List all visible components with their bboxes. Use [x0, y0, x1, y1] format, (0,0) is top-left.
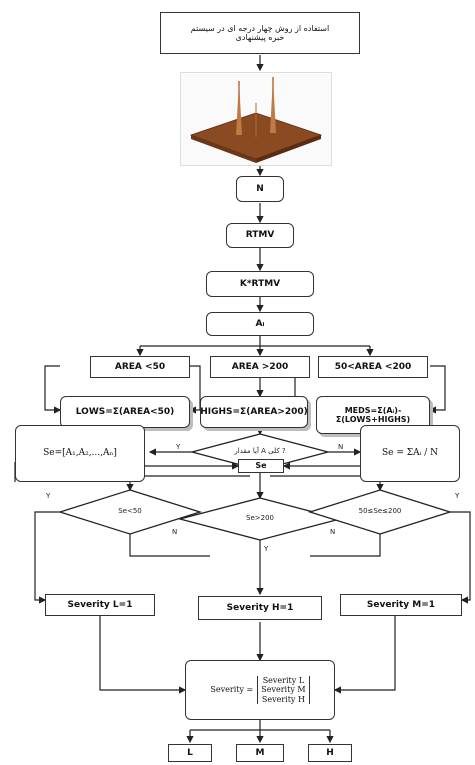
final-formula-matrix: Severity L Severity M Severity H [257, 676, 310, 704]
final-formula-row: Severity H [261, 694, 305, 704]
top-box-line1: استفاده از روش چهار درجه ای در سیستم [190, 23, 330, 33]
final-node-l: L [168, 744, 212, 762]
output-lows: LOWS=Σ(AREA<50) [60, 396, 190, 428]
final-formula-row: Severity L [262, 676, 305, 686]
condition-area-mid: 50<AREA <200 [318, 356, 428, 378]
rtmv-box: RTMV [226, 223, 294, 248]
n-box: N [236, 176, 284, 202]
severity-h-box: Severity H=1 [198, 596, 322, 620]
final-formula-lhs: Severity = [210, 685, 254, 695]
surface-plot-svg [189, 77, 323, 163]
krtmv-box: K*RTMV [206, 271, 314, 297]
decision-diamond-left [57, 489, 203, 535]
final-formula-box: Severity = Severity L Severity M Severit… [185, 660, 335, 720]
lower-decision-left: Se<50 [118, 507, 142, 515]
lower-center-y: Y [264, 545, 269, 553]
decision-diamond-right [307, 489, 453, 535]
lower-left-y: Y [46, 492, 51, 500]
lower-decision-center: Se>200 [246, 514, 274, 522]
lower-right-y: Y [455, 492, 460, 500]
final-node-h: H [308, 744, 352, 762]
sum-right: Se = ΣAᵢ / N [360, 425, 460, 482]
condition-area-gt200: AREA >200 [210, 356, 310, 378]
se-node: Se [238, 459, 284, 473]
final-formula-row: Severity M [261, 685, 306, 695]
output-highs: HIGHS=Σ(AREA>200) [200, 396, 308, 428]
lower-decision-right: 50≤Se≤200 [358, 507, 402, 515]
ai-box: Aᵢ [206, 312, 314, 336]
surface-plot-image [180, 72, 332, 166]
sum-left: Se=[A₁,A₂,...,Aₙ] [15, 425, 145, 482]
condition-area-lt50: AREA <50 [90, 356, 190, 378]
top-box: استفاده از روش چهار درجه ای در سیستم خبر… [160, 12, 360, 54]
decision-y-label: Y [176, 443, 181, 451]
lower-left-n: N [172, 528, 178, 536]
final-node-m: M [236, 744, 284, 762]
top-box-line2: خبره پیشنهادی [235, 33, 285, 42]
decision-center-text: آیا مقدار A کلی ? [234, 447, 286, 455]
severity-l-box: Severity L=1 [45, 594, 155, 616]
lower-right-n: N [330, 528, 336, 536]
severity-m-box: Severity M=1 [340, 594, 462, 616]
decision-n-label: N [338, 443, 344, 451]
